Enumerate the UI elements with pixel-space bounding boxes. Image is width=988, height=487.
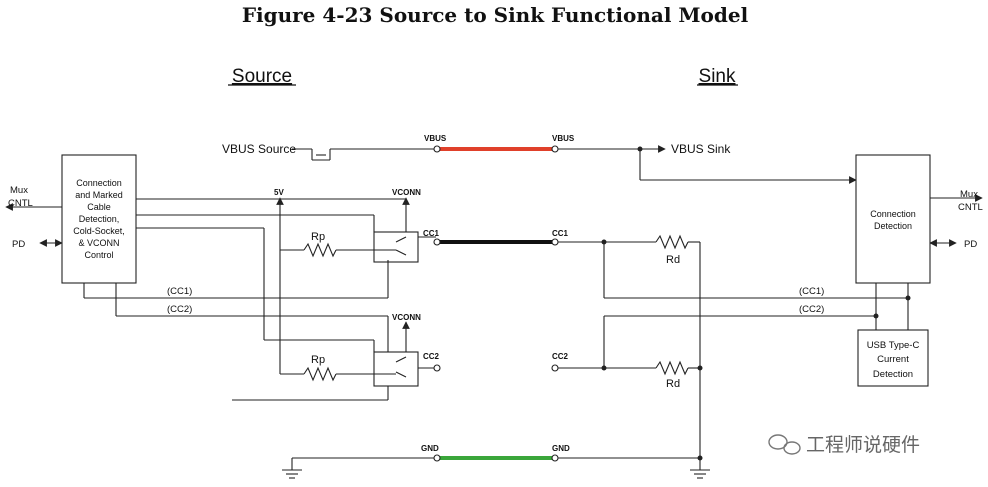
pin-vbus-right	[551, 145, 559, 153]
pd-left-label: PD	[12, 239, 25, 250]
pin-vbus-left	[433, 145, 441, 153]
sink-header: Sink	[699, 66, 736, 87]
pin-gnd-right	[551, 454, 559, 462]
pin-cc2-right	[551, 364, 559, 372]
vbus-left-label: VBUS	[424, 134, 447, 143]
current-detection-block	[857, 329, 929, 387]
connector-pins	[433, 145, 559, 462]
rd-bottom-label: Rd	[666, 378, 680, 390]
cc2-bus-right-label: (CC2)	[799, 304, 824, 315]
pin-gnd-left	[433, 454, 441, 462]
vbus-source-label: VBUS Source	[222, 142, 296, 156]
current-block-line: Current	[877, 354, 909, 365]
current-detection-text: USB Type-C Current Detection	[867, 340, 920, 380]
wiring	[5, 145, 983, 470]
source-header: Source	[232, 66, 292, 87]
chat-bubble-icon	[768, 434, 801, 455]
current-block-line: USB Type-C	[867, 340, 920, 351]
sink-detection-block	[855, 154, 931, 284]
pin-cc1-left	[433, 238, 441, 246]
mux-right-label: Mux	[960, 189, 978, 200]
rp-bottom-resistor	[303, 366, 337, 382]
cntl-right-label: CNTL	[958, 202, 983, 213]
ground-left-icon	[282, 469, 302, 479]
cc2-switch-blade-b	[395, 371, 407, 378]
cc2-left-label: CC2	[423, 352, 440, 361]
pd-right-label: PD	[964, 239, 977, 250]
five-v-label: 5V	[274, 188, 284, 197]
cc1-bus-left-label: (CC1)	[167, 286, 192, 297]
junction-dots	[601, 146, 911, 461]
cc1-switch-blade-a	[395, 236, 407, 243]
gnd-right-label: GND	[552, 444, 570, 453]
cc2-bus-left-label: (CC2)	[167, 304, 192, 315]
rd-bottom-resistor	[655, 360, 689, 376]
rd-top-label: Rd	[666, 254, 680, 266]
current-block-line: Detection	[873, 369, 913, 380]
cc1-switch-box	[373, 231, 419, 263]
signal-labels: VBUS Source VBUS VBUS VBUS Sink 5V VCONN…	[8, 134, 983, 453]
rp-top-resistor	[303, 242, 337, 258]
cntl-left-label: CNTL	[8, 198, 33, 209]
cc2-switch-box	[373, 351, 419, 387]
source-block-line: & VCONN	[78, 238, 119, 248]
source-block-line: Control	[84, 250, 113, 260]
vbus-sink-label: VBUS Sink	[671, 142, 731, 156]
pin-cc1-right	[551, 238, 559, 246]
ground-right-icon	[690, 469, 710, 479]
sink-block-line: Connection	[870, 209, 916, 219]
cc1-right-label: CC1	[552, 229, 569, 238]
rp-bottom-label: Rp	[311, 354, 325, 366]
vconn-bottom-label: VCONN	[392, 313, 421, 322]
pin-cc2-left	[433, 364, 441, 372]
source-block-line: and Marked	[75, 190, 123, 200]
source-block-line: Cable	[87, 202, 111, 212]
cc1-left-label: CC1	[423, 229, 440, 238]
source-block-line: Cold-Socket,	[73, 226, 125, 236]
cc1-bus-right-label: (CC1)	[799, 286, 824, 297]
source-block-line: Detection,	[79, 214, 120, 224]
rd-top-resistor	[655, 234, 689, 250]
sink-detection-text: Connection Detection	[870, 209, 916, 231]
watermark: 工程师说硬件	[768, 434, 920, 456]
figure-title: Figure 4-23 Source to Sink Functional Mo…	[242, 3, 749, 27]
vbus-right-label: VBUS	[552, 134, 575, 143]
vconn-top-label: VCONN	[392, 188, 421, 197]
gnd-left-label: GND	[421, 444, 439, 453]
source-control-block	[61, 154, 137, 284]
cc1-switch-blade-b	[395, 249, 407, 256]
watermark-text: 工程师说硬件	[806, 434, 920, 456]
sink-block-line: Detection	[874, 221, 912, 231]
source-control-text: Connection and Marked Cable Detection, C…	[73, 178, 125, 260]
mux-left-label: Mux	[10, 185, 28, 196]
cc2-switch-blade-a	[395, 356, 407, 363]
rp-top-label: Rp	[311, 231, 325, 243]
source-block-line: Connection	[76, 178, 122, 188]
cc2-right-label: CC2	[552, 352, 569, 361]
